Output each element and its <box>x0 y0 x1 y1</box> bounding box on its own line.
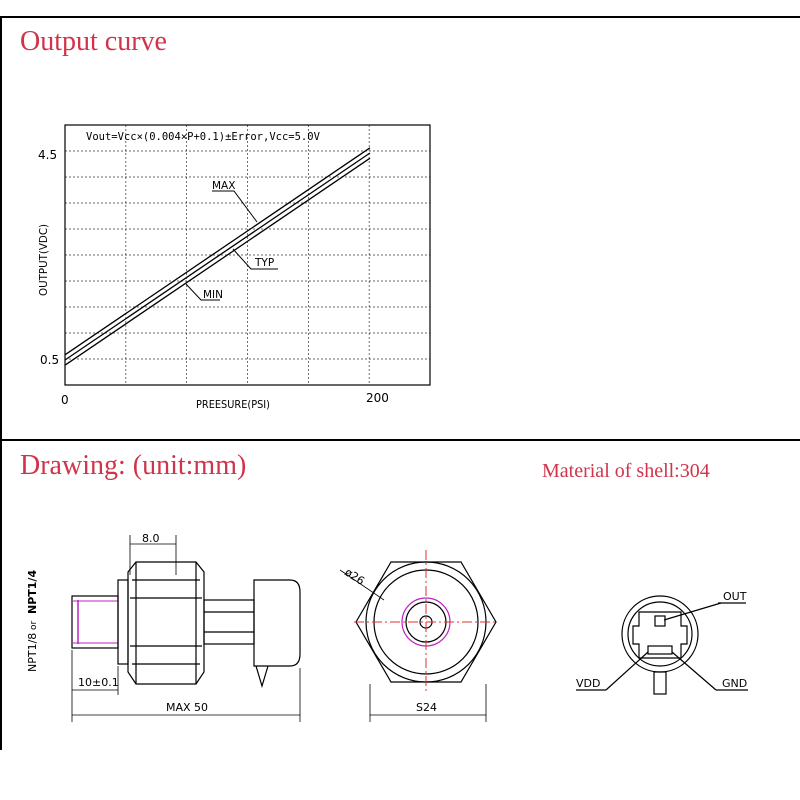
dim-10: 10±0.1 <box>78 676 119 689</box>
left-border <box>0 16 2 750</box>
pin-out-label: OUT <box>723 590 747 603</box>
callout-max <box>212 190 258 223</box>
series-line-typ <box>64 152 371 361</box>
side-view <box>71 561 301 689</box>
chart-grid <box>65 125 431 386</box>
series-line-max <box>64 147 371 356</box>
x-tick-200: 200 <box>366 391 389 405</box>
x-tick-0: 0 <box>61 393 69 407</box>
hex-body <box>127 561 205 685</box>
chart-plot-border <box>64 124 431 386</box>
output-curve-chart: Vout=Vcc×(0.004×P+0.1)±Error,Vcc=5.0V 4.… <box>37 124 431 411</box>
output-curve-title: Output curve <box>20 26 167 57</box>
y-tick-4-5: 4.5 <box>38 148 57 162</box>
thread-label-group: NPT1/8 or NPT1/4 <box>26 570 39 672</box>
callout-min <box>185 283 220 301</box>
material-note: Material of shell:304 <box>542 460 710 482</box>
dim-8: 8.0 <box>142 532 160 545</box>
callout-typ <box>232 248 278 270</box>
section-divider <box>0 439 800 441</box>
dim-max50: MAX 50 <box>166 701 208 714</box>
mechanical-drawings: 8.0 10±0.1 MAX 50 NPT1/8 or NPT1/4 ø26 S… <box>26 532 748 722</box>
thread-section <box>71 595 119 649</box>
connector <box>253 579 301 667</box>
collar <box>117 579 129 665</box>
chart-formula: Vout=Vcc×(0.004×P+0.1)±Error,Vcc=5.0V <box>86 131 321 143</box>
series-line-min <box>64 157 371 366</box>
pin-vdd-label: VDD <box>576 677 600 690</box>
pin-gnd-label: GND <box>722 677 747 690</box>
y-axis-label: OUTPUT(VDC) <box>37 224 50 296</box>
top-border <box>0 16 800 18</box>
neck <box>203 599 255 645</box>
front-view-dimensions <box>339 569 487 722</box>
thread-label-b: NPT1/4 <box>26 570 39 614</box>
label-max: MAX <box>212 180 235 192</box>
x-axis-label: PREESURE(PSI) <box>196 398 270 411</box>
label-min: MIN <box>203 289 223 301</box>
connector-pinout <box>576 595 748 695</box>
thread-label-a: NPT1/8 <box>26 633 39 672</box>
dim-dia26: ø26 <box>342 566 366 588</box>
label-typ: TYP <box>254 257 274 269</box>
chart-series <box>64 147 371 366</box>
thread-label-or: or <box>29 620 39 630</box>
dim-s24: S24 <box>416 701 437 714</box>
side-view-dimensions <box>71 535 301 722</box>
drawing-title: Drawing: (unit:mm) <box>20 450 247 481</box>
y-tick-0-5: 0.5 <box>40 353 59 367</box>
